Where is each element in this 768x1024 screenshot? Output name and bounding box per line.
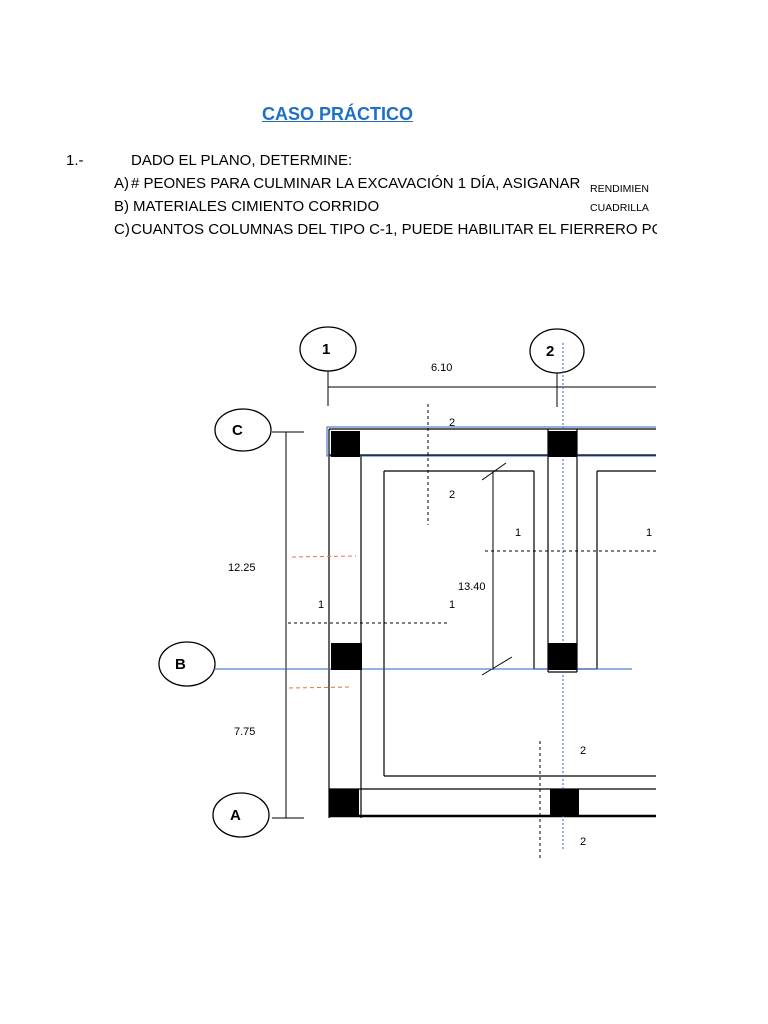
axis-bubble-a: A (212, 792, 270, 838)
column-a2 (550, 789, 579, 816)
question-b-label: B) (114, 198, 129, 215)
dim-7-75-label: 7.75 (234, 726, 255, 738)
dim-13-40-label: 13.40 (458, 581, 486, 593)
question-a-text: # PEONES PARA CULMINAR LA EXCAVACIÓN 1 D… (131, 175, 581, 192)
column-b2 (548, 643, 577, 670)
axis-label-1: 1 (322, 341, 330, 358)
rendimiento-note: RENDIMIEN (590, 183, 649, 194)
dim-6-10-label: 6.10 (431, 362, 452, 374)
page-title: CASO PRÁCTICO (262, 104, 414, 124)
question-c-text: CUANTOS COLUMNAS DEL TIPO C-1, PUEDE HAB… (131, 221, 657, 238)
mark-2-mid: 2 (449, 489, 455, 501)
axis-bubble-2: 2 (529, 328, 585, 374)
axis-bubble-1: 1 (299, 326, 357, 372)
plan-clip: 1 2 C B A 6.10 (158, 326, 656, 860)
mark-1-right-a: 1 (515, 527, 521, 539)
section-cuts (288, 404, 656, 860)
columns (329, 431, 579, 816)
axis-bubble-b: B (158, 641, 216, 687)
mark-2-bottom: 2 (580, 836, 586, 848)
question-c-label: C) (114, 221, 130, 238)
axis-label-b: B (175, 656, 186, 673)
section-mark-labels: 2 2 1 1 1 1 2 2 (318, 417, 652, 848)
section-cuts-orange (288, 555, 357, 689)
rendimiento-clip: RENDIMIEN (590, 179, 657, 194)
question-a-label: A) (114, 175, 129, 192)
axis-label-a: A (230, 807, 241, 824)
column-a1 (329, 789, 359, 816)
question-b-text: MATERIALES CIMIENTO CORRIDO (133, 198, 380, 215)
dim-12-25-label: 12.25 (228, 562, 256, 574)
axis-bubble-c: C (214, 408, 272, 452)
intro-text: DADO EL PLANO, DETERMINE: (131, 152, 353, 169)
column-c1 (331, 431, 360, 457)
mark-1-left-b: 1 (449, 599, 455, 611)
dimension-6-10: 6.10 (328, 362, 656, 388)
axis-label-2: 2 (546, 343, 554, 360)
dimension-vertical: 12.25 7.75 (228, 431, 304, 819)
axis-lines-blue (214, 343, 656, 850)
axis-label-c: C (232, 422, 243, 439)
dimension-13-40: 13.40 (458, 462, 513, 676)
mark-2-low: 2 (580, 745, 586, 757)
mark-1-right-b: 1 (646, 527, 652, 539)
column-c2 (548, 431, 577, 457)
question-c-clip: CUANTOS COLUMNAS DEL TIPO C-1, PUEDE HAB… (131, 221, 657, 241)
mark-2-top: 2 (449, 417, 455, 429)
cuadrilla-note: CUADRILLA (590, 202, 649, 214)
mark-1-left-a: 1 (318, 599, 324, 611)
column-b1 (331, 643, 362, 670)
item-number: 1.- (66, 152, 84, 169)
